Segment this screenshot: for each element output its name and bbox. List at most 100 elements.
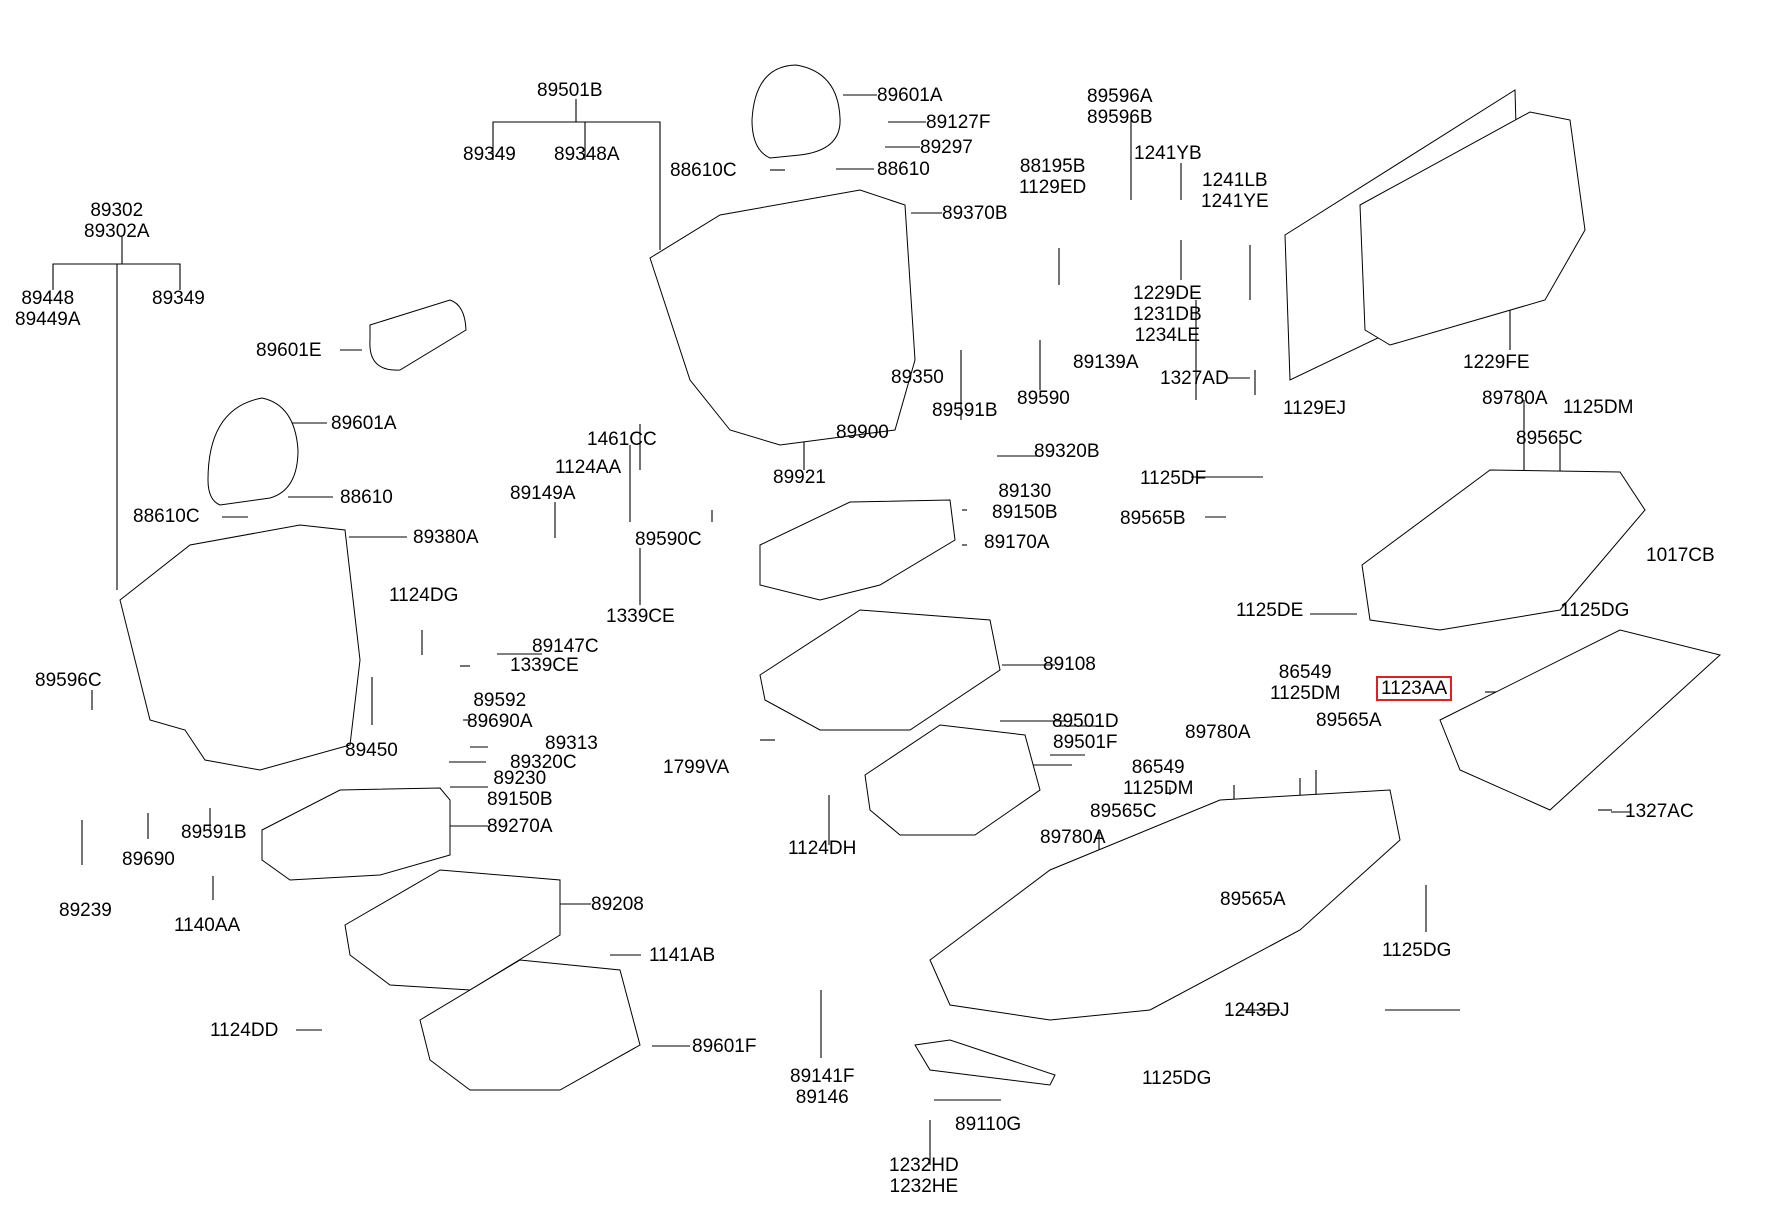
label-89780A-a: 89780A [1185,722,1251,743]
label-89149A: 89149A [510,483,576,504]
label-88610C-mid: 88610C [670,160,737,181]
label-89320B: 89320B [1034,441,1100,462]
label-1327AD: 1327AD [1160,368,1229,389]
label-1232HE: 1232HE [889,1176,959,1197]
label-1229DE-group: 1229DE 1231DB 1234LE [1133,283,1202,346]
label-89592-group: 89592 89690A [467,690,533,732]
label-89596B: 89596B [1087,107,1153,128]
label-89501D-group: 89501D 89501F [1052,711,1119,753]
label-89448: 89448 [21,288,75,309]
label-88610-left: 88610 [340,487,393,508]
label-89147C: 89147C [532,636,599,657]
label-89130: 89130 [998,481,1052,502]
cushion-89130 [759,499,956,601]
label-1125DG-upper: 1125DG [1560,600,1630,621]
label-89501D: 89501D [1052,711,1119,732]
label-89601A-left: 89601A [331,413,397,434]
label-89349-left: 89349 [152,288,205,309]
label-89592: 89592 [473,690,527,711]
label-89348A: 89348A [554,144,620,165]
part-shapes [119,64,1722,1091]
label-1241LB: 1241LB [1202,170,1268,191]
label-89208: 89208 [591,894,644,915]
label-89596A-group: 89596A 89596B [1087,86,1153,128]
headrest-89601A-mid [751,64,841,159]
label-89297: 89297 [920,137,973,158]
leader-lines [52,94,1631,1165]
seatback-89370B [649,189,916,446]
label-89780A-upper: 89780A [1482,388,1548,409]
label-89601A-mid: 89601A [877,85,943,106]
label-1125DM-upper: 1125DM [1563,397,1634,418]
label-89150B-a: 89150B [487,789,553,810]
label-88195B-group: 88195B 1129ED [1019,156,1086,198]
label-89596A: 89596A [1087,86,1153,107]
label-89501B: 89501B [537,80,603,101]
label-89170A: 89170A [984,532,1050,553]
label-1124DH: 1124DH [788,838,857,859]
label-1799VA: 1799VA [663,757,730,778]
label-1125DE: 1125DE [1236,600,1304,621]
label-89591B-left: 89591B [181,822,247,843]
label-1461CC: 1461CC [587,429,657,450]
label-89690: 89690 [122,849,175,870]
label-86549-a: 86549 [1278,662,1332,683]
label-89448-group: 89448 89449A [15,288,81,330]
label-1125DF: 1125DF [1140,468,1207,489]
cushion-right-lower [929,789,1401,1021]
label-89921: 89921 [773,467,826,488]
label-89380A: 89380A [413,527,479,548]
label-86549-group-b: 86549 1125DM [1123,757,1193,799]
label-89501F: 89501F [1053,732,1118,753]
cushion-89230 [261,787,451,881]
label-89230-group: 89230 89150B [487,768,553,810]
floor-plate-right [1439,629,1722,811]
label-89139A: 89139A [1073,352,1139,373]
frame-89601F [419,959,641,1091]
label-89302-group: 89302 89302A [84,200,150,242]
label-89313: 89313 [545,733,598,754]
label-89565A-b: 89565A [1220,889,1286,910]
label-1129EJ: 1129EJ [1283,398,1347,419]
cushion-right-upper [1361,469,1646,631]
label-89370B: 89370B [942,203,1008,224]
label-1017CB: 1017CB [1646,545,1715,566]
label-1129ED: 1129ED [1019,177,1087,198]
belt-strap-89110G [914,1039,1056,1086]
label-89110G: 89110G [955,1114,1022,1135]
label-89270A: 89270A [487,816,553,837]
label-89565B: 89565B [1120,508,1186,529]
headrest-89601E [369,299,467,371]
label-89596C: 89596C [35,670,102,691]
label-89127F: 89127F [926,112,991,133]
label-89141F: 89141F [790,1066,855,1087]
label-89565C-b: 89565C [1090,801,1157,822]
label-1339CE-b: 1339CE [606,606,675,627]
label-1229DE: 1229DE [1133,283,1202,304]
label-88610C-left: 88610C [133,506,200,527]
seatback-89380A [119,524,361,771]
label-89349-top: 89349 [463,144,516,165]
label-89350: 89350 [891,367,944,388]
frame-89501D [864,724,1041,836]
label-1125DG-b: 1125DG [1382,940,1452,961]
headrest-89601A-left [207,397,299,506]
label-89150B-b: 89150B [992,502,1058,523]
label-89320C: 89320C [510,752,577,773]
label-1327AC: 1327AC [1625,801,1694,822]
label-89690A: 89690A [467,711,533,732]
label-89141F-group: 89141F 89146 [790,1066,854,1108]
seatback-cushion-right [1359,111,1586,346]
label-1232HD: 1232HD [889,1155,959,1176]
label-89146: 89146 [795,1087,849,1108]
label-1229FE: 1229FE [1463,352,1530,373]
frame-89108 [759,609,1001,731]
label-89565C-upper: 89565C [1516,428,1583,449]
label-1125DG-c: 1125DG [1142,1068,1212,1089]
label-88610-mid: 88610 [877,159,930,180]
label-89591B-mid: 89591B [932,400,998,421]
label-1141AB: 1141AB [649,945,716,966]
label-1123AA-highlighted[interactable]: 1123AA [1376,676,1453,701]
